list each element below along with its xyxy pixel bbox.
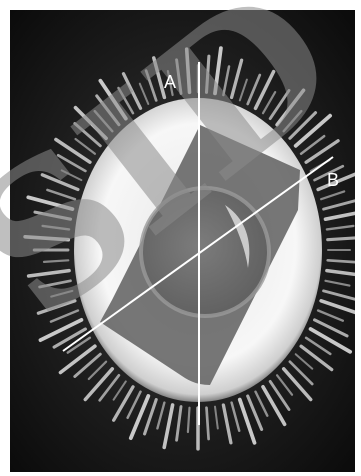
label-a: A	[164, 72, 176, 92]
label-b: B	[327, 170, 339, 190]
